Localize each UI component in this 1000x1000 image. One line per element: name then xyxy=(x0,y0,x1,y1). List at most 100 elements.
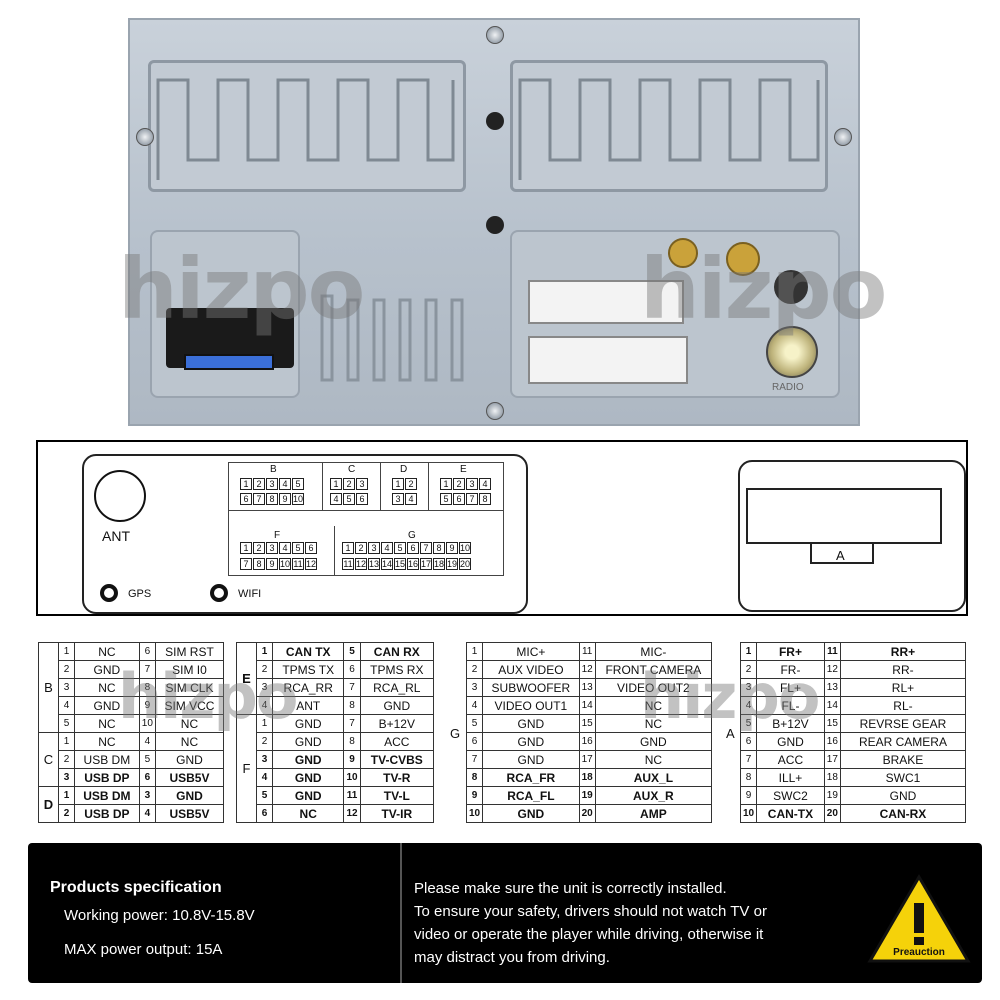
pin-number-cell: 7 xyxy=(343,678,361,697)
pin-function-cell: USB DM xyxy=(74,750,140,769)
group-g-pin: 13 xyxy=(368,558,380,570)
group-g-pin: 4 xyxy=(381,542,393,554)
a-connector-panel xyxy=(738,460,966,612)
mount-hole-1 xyxy=(486,112,504,130)
pin-function-cell: TPMS TX xyxy=(271,660,345,679)
pin-function-cell: TV-L xyxy=(359,786,435,805)
housing-divider xyxy=(380,462,381,510)
group-g-pin: 14 xyxy=(381,558,393,570)
group-g-pin: 10 xyxy=(459,542,471,554)
group-e-label: E xyxy=(460,464,467,475)
pin-function-cell: USB5V xyxy=(154,768,225,787)
pin-number-cell: 1 xyxy=(256,642,273,661)
group-e-pin: 6 xyxy=(453,493,465,505)
pin-function-cell: RCA_RR xyxy=(271,678,345,697)
pin-number-cell: 3 xyxy=(58,678,75,697)
spec-divider xyxy=(400,843,402,983)
pin-number-cell: 16 xyxy=(823,732,841,751)
group-g-pin: 17 xyxy=(420,558,432,570)
pin-function-cell: GND xyxy=(482,804,580,823)
pin-number-cell: 6 xyxy=(343,660,361,679)
radio-antenna-jack xyxy=(766,326,818,378)
group-g-pin: 16 xyxy=(407,558,419,570)
working-power: Working power: 10.8V-15.8V xyxy=(64,907,255,924)
fuse xyxy=(184,354,274,370)
pin-function-cell: GND xyxy=(482,714,580,733)
group-g-label: G xyxy=(408,530,416,541)
pin-number-cell: 1 xyxy=(58,786,75,805)
pin-function-cell: RL+ xyxy=(839,678,967,697)
pin-number-cell: 11 xyxy=(823,642,841,661)
table-g-group-label: G xyxy=(450,726,461,741)
pin-function-cell: GND xyxy=(154,750,225,769)
pin-function-cell: REVRSE GEAR xyxy=(839,714,967,733)
pin-function-cell: TPMS RX xyxy=(359,660,435,679)
white-connector-top xyxy=(528,280,684,324)
pin-number-cell: 17 xyxy=(578,750,596,769)
group-g-pin: 2 xyxy=(355,542,367,554)
pin-function-cell: GND xyxy=(839,786,967,805)
watermark-right: hizpo xyxy=(640,240,887,338)
pin-function-cell: CAN-TX xyxy=(756,804,825,823)
pin-function-cell: SIM VCC xyxy=(154,696,225,715)
pin-function-cell: MIC+ xyxy=(482,642,580,661)
group-f-pin: 11 xyxy=(292,558,304,570)
caution-label: Preauction xyxy=(893,947,945,958)
group-f-pin: 10 xyxy=(279,558,291,570)
safety-warning: Please make sure the unit is correctly i… xyxy=(414,877,767,969)
pin-function-cell: CAN RX xyxy=(359,642,435,661)
pin-number-cell: 1 xyxy=(739,642,758,661)
pin-function-cell: SIM CLK xyxy=(154,678,225,697)
group-g-pin: 6 xyxy=(407,542,419,554)
pin-number-cell: 3 xyxy=(256,750,273,769)
gps-antenna-jack xyxy=(726,242,760,276)
group-b-pin: 4 xyxy=(279,478,291,490)
pin-function-cell: RR+ xyxy=(839,642,967,661)
pin-number-cell: 2 xyxy=(58,804,75,823)
housing-divider xyxy=(428,462,429,510)
group-e-pin: 3 xyxy=(466,478,478,490)
group-c-pin: 2 xyxy=(343,478,355,490)
pin-function-cell: BRAKE xyxy=(839,750,967,769)
group-e-pin: 7 xyxy=(466,493,478,505)
group-e-pin: 8 xyxy=(479,493,491,505)
pin-function-cell: TV-IR xyxy=(359,804,435,823)
pin-function-cell: GND xyxy=(271,732,345,751)
pin-number-cell: 1 xyxy=(58,642,75,661)
pin-number-cell: 4 xyxy=(256,768,273,787)
group-e-pin: 2 xyxy=(453,478,465,490)
wifi-antenna-jack xyxy=(668,238,698,268)
pin-function-cell: RCA_FL xyxy=(482,786,580,805)
pin-number-cell: 9 xyxy=(465,786,484,805)
pin-number-cell: 4 xyxy=(58,696,75,715)
watermark-table-right: hizpo xyxy=(640,660,820,733)
pin-number-cell: 7 xyxy=(465,750,484,769)
group-g-pin: 1 xyxy=(342,542,354,554)
pin-function-cell: NC xyxy=(74,642,140,661)
watermark-left: hizpo xyxy=(118,240,365,338)
pin-function-cell: GND xyxy=(482,732,580,751)
group-d-pin: 3 xyxy=(392,493,404,505)
main-connector-panel xyxy=(82,454,528,614)
pin-function-cell: USB5V xyxy=(154,804,225,823)
white-connector-bottom xyxy=(528,336,688,384)
pin-function-cell: GND xyxy=(271,768,345,787)
pin-function-cell: GND xyxy=(359,696,435,715)
pin-function-cell: FR+ xyxy=(756,642,825,661)
group-c-label: C xyxy=(348,464,356,475)
pin-function-cell: AUX_R xyxy=(594,786,713,805)
